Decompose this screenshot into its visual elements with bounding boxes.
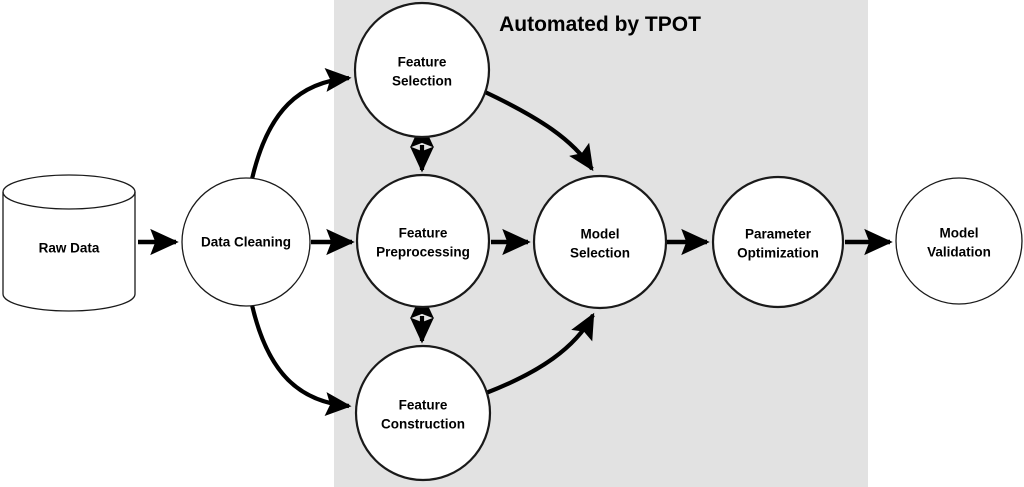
edge-data-cleaning-to-feature-selection (249, 67, 352, 180)
node-model-selection[interactable]: Model Selection (532, 174, 668, 310)
edge-feature-selection-to-model-selection (484, 90, 594, 172)
panel-title: Automated by TPOT (499, 13, 701, 36)
node-model-validation[interactable]: Model Validation (895, 177, 1023, 305)
node-feature-selection[interactable]: Feature Selection (353, 1, 491, 139)
node-feature-preprocessing[interactable]: Feature Preprocessing (355, 173, 491, 309)
edge-feature-construction-to-model-selection (485, 312, 595, 395)
node-feature-construction[interactable]: Feature Construction (354, 344, 492, 482)
edge-data-cleaning-to-feature-construction (249, 304, 352, 417)
node-data-cleaning[interactable]: Data Cleaning (181, 177, 311, 307)
node-parameter-optimization[interactable]: Parameter Optimization (711, 175, 845, 309)
node-raw-data[interactable]: Raw Data (2, 174, 136, 312)
